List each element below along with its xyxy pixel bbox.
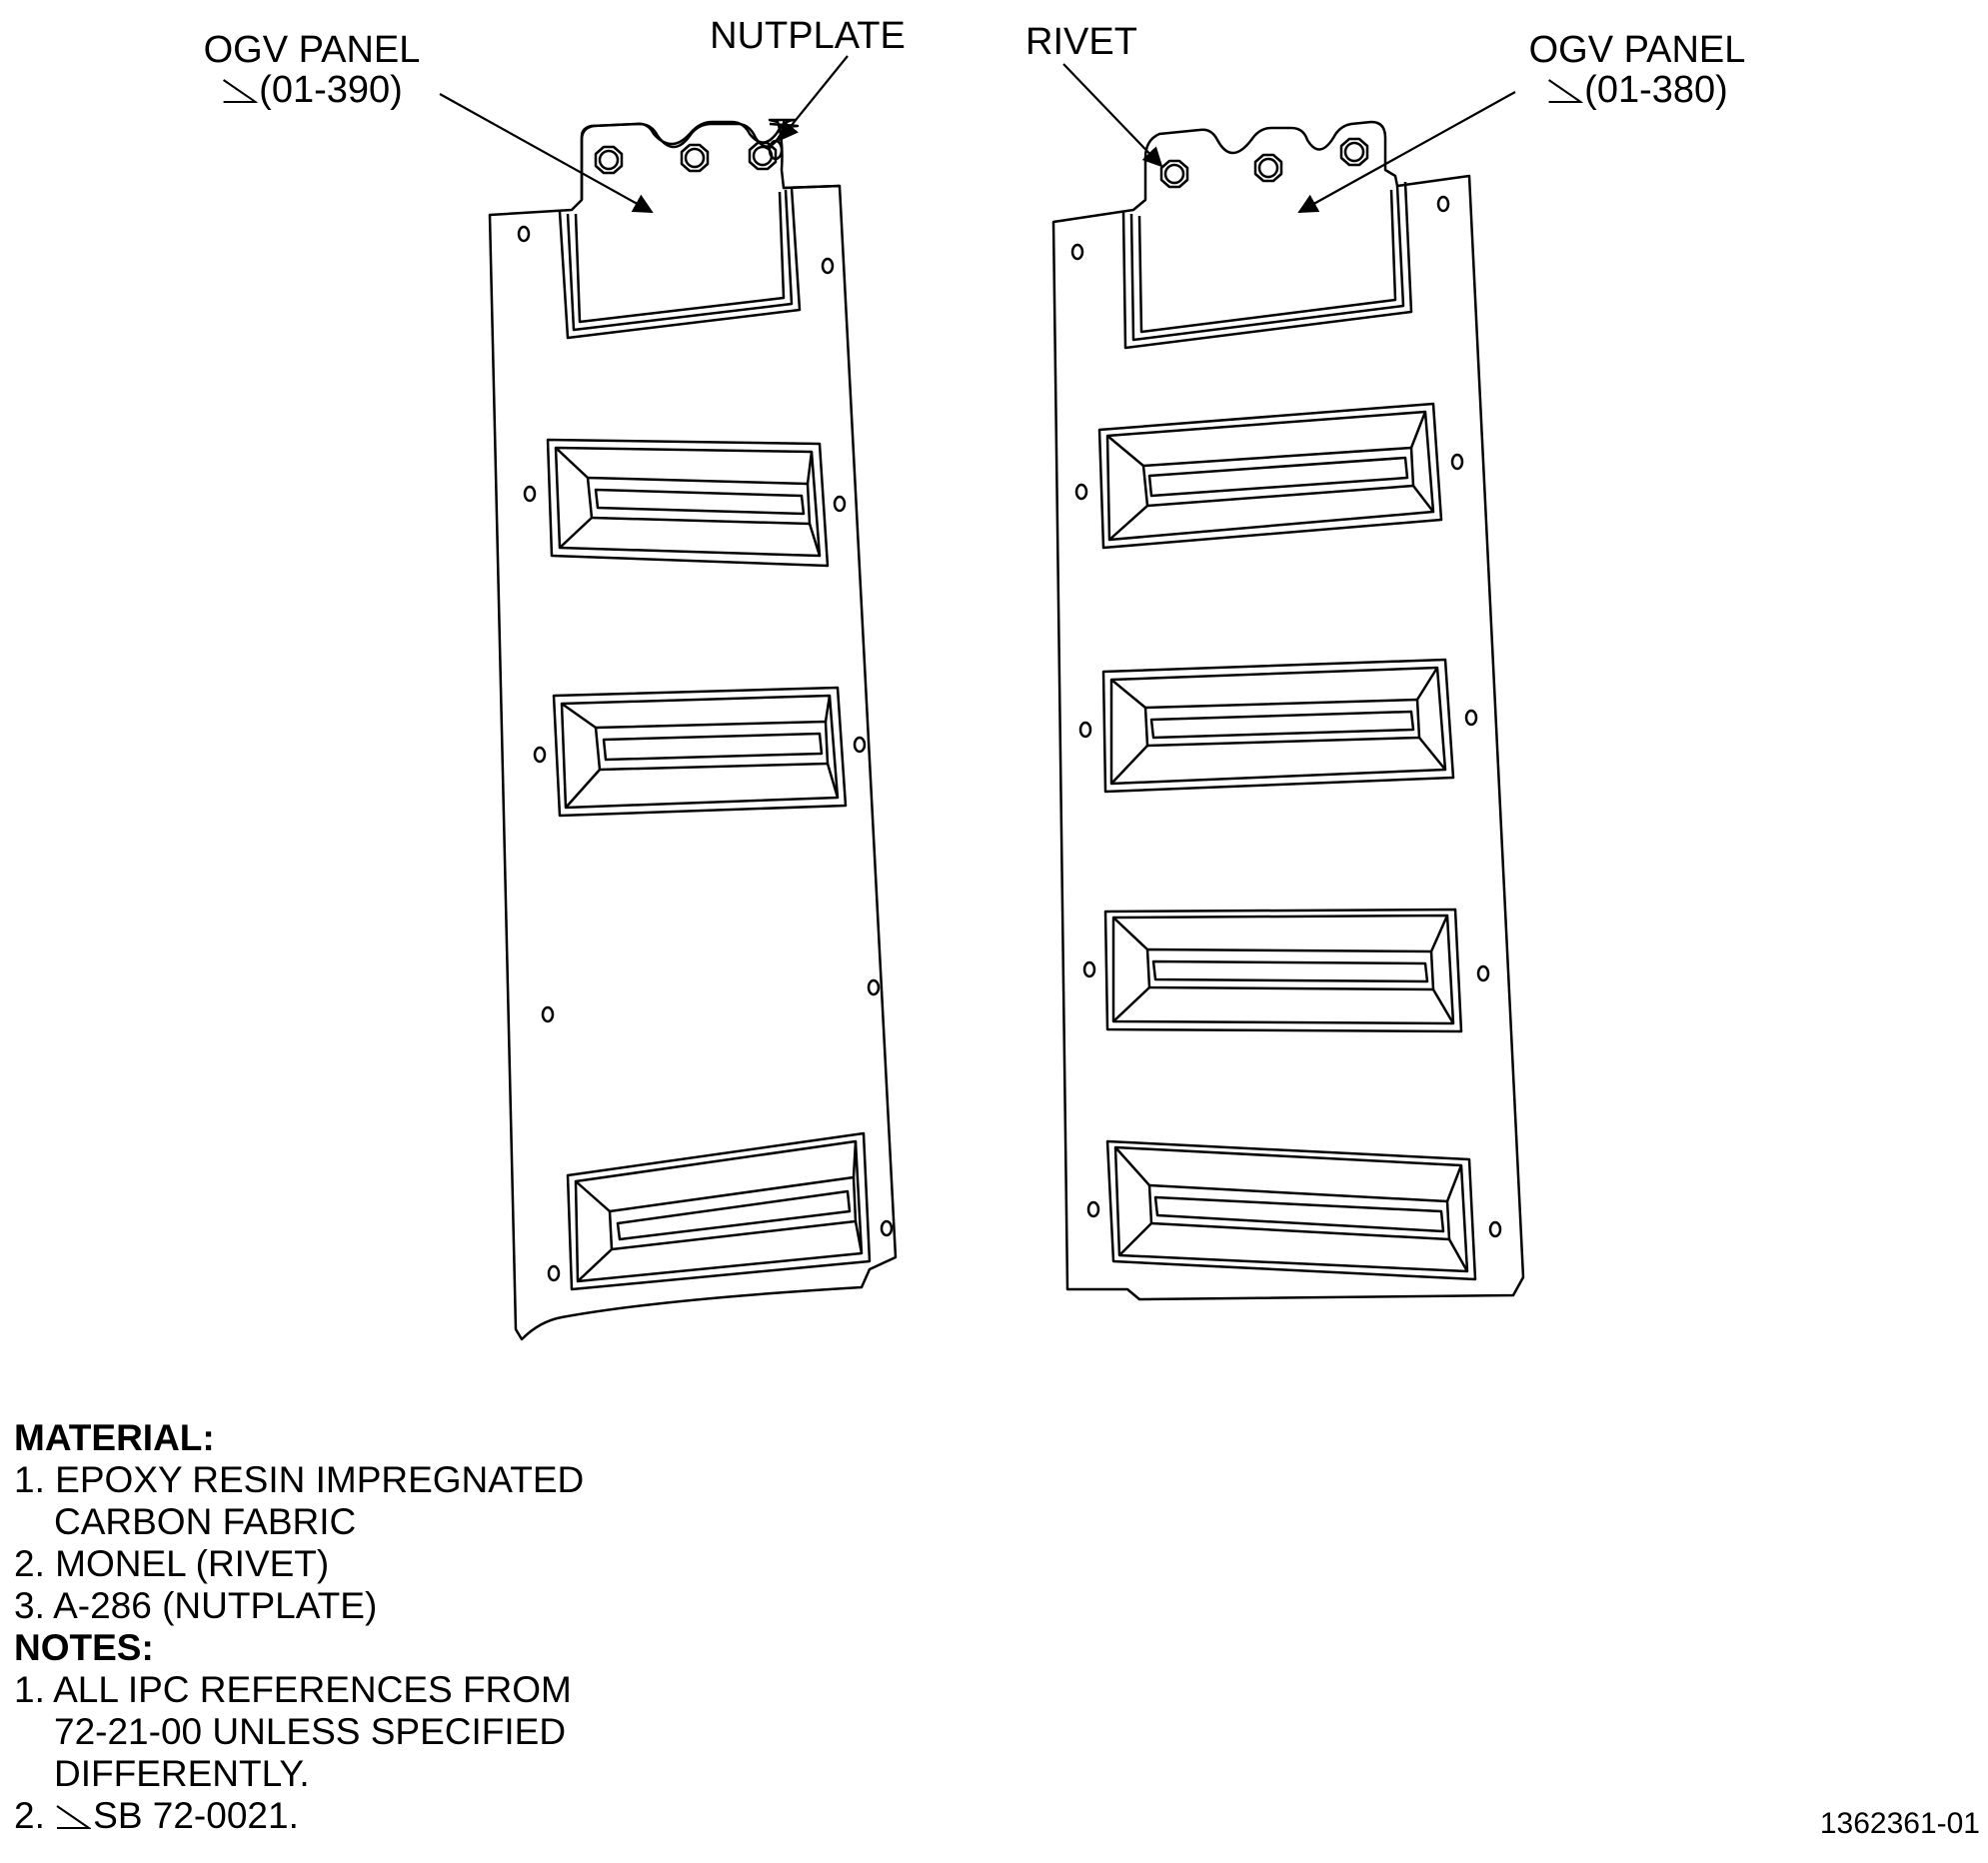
notes-heading: NOTES:	[14, 1627, 154, 1668]
note-item-2-prefix: 2.	[14, 1795, 45, 1836]
leader-left-panel	[439, 93, 654, 213]
ogv-panel-right	[1051, 120, 1525, 1301]
leader-rivet	[1062, 63, 1163, 168]
left-panel-label: OGV PANEL (01-390)	[204, 30, 421, 110]
left-slot-3	[566, 1131, 872, 1291]
revision-triangle-icon	[222, 79, 258, 103]
rivet-label: RIVET	[1025, 21, 1137, 63]
left-nutplates	[594, 139, 784, 175]
nutplate-label: NUTPLATE	[710, 15, 906, 57]
right-panel-title: OGV PANEL	[1528, 29, 1746, 71]
left-nutplate-tab	[580, 122, 800, 200]
material-heading: MATERIAL:	[14, 1417, 215, 1458]
right-panel-ref-line: (01-380)	[1529, 70, 1746, 110]
left-rivet-holes	[517, 225, 894, 1282]
left-slot-1	[546, 438, 830, 568]
left-panel-outline	[488, 118, 898, 1341]
left-slot-2	[552, 686, 848, 818]
leader-nutplate	[778, 55, 849, 142]
material-item-3: 3. A-286 (NUTPLATE)	[14, 1585, 378, 1626]
note-item-2: 2. SB 72-0021.	[14, 1795, 584, 1837]
right-rivet-holes	[1070, 195, 1502, 1238]
revision-triangle-icon	[56, 1805, 92, 1829]
right-panel-label: OGV PANEL (01-380)	[1529, 30, 1746, 110]
right-upper-window	[1121, 181, 1413, 350]
revision-triangle-icon	[1547, 79, 1583, 103]
ogv-panel-left	[488, 118, 898, 1341]
left-panel-title: OGV PANEL	[203, 29, 421, 71]
left-upper-window	[558, 187, 802, 340]
material-item-1: 1. EPOXY RESIN IMPREGNATED	[14, 1459, 585, 1500]
right-panel-outline	[1051, 120, 1525, 1301]
material-item-2: 2. MONEL (RIVET)	[14, 1543, 330, 1584]
material-item-1-cont: CARBON FABRIC	[54, 1501, 357, 1542]
right-slot-2	[1101, 658, 1455, 794]
left-panel-ref: (01-390)	[259, 69, 403, 111]
note-item-1-cont-a: 72-21-00 UNLESS SPECIFIED	[54, 1711, 567, 1752]
right-panel-ref: (01-380)	[1584, 69, 1728, 111]
right-slot-1	[1097, 402, 1443, 550]
note-item-1: 1. ALL IPC REFERENCES FROM	[14, 1669, 572, 1710]
note-item-1-cont-b: DIFFERENTLY.	[54, 1753, 310, 1794]
right-slot-3	[1103, 908, 1463, 1033]
leader-lines	[439, 55, 1516, 213]
note-item-2-text: SB 72-0021.	[93, 1795, 299, 1836]
right-slot-4	[1105, 1139, 1477, 1281]
leader-right-panel	[1297, 91, 1516, 213]
notes-block: MATERIAL: 1. EPOXY RESIN IMPREGNATED CAR…	[14, 1417, 584, 1837]
figure-number: 1362361-01	[1819, 1807, 1980, 1840]
left-panel-ref-line: (01-390)	[204, 70, 421, 110]
right-nutplates	[1159, 137, 1369, 189]
